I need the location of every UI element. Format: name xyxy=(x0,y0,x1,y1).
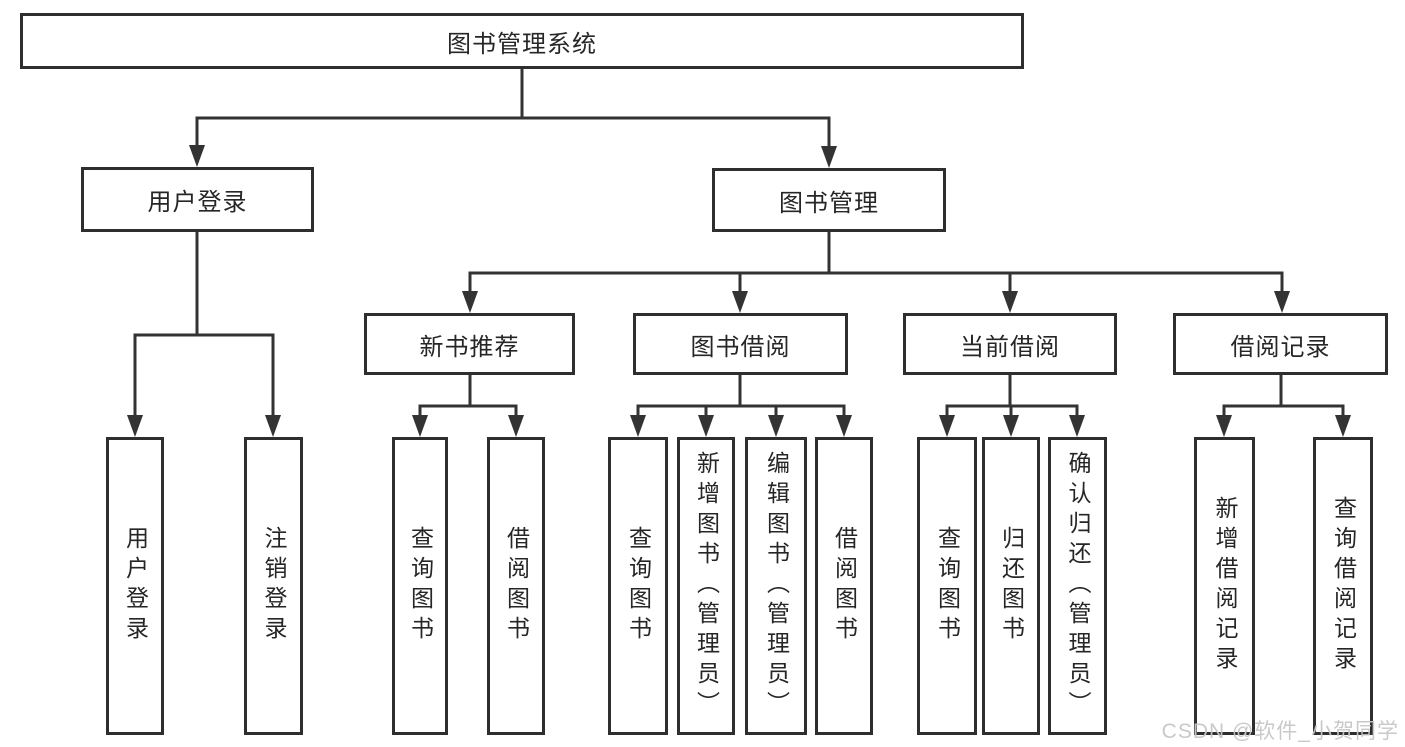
node-label: 图书管理 xyxy=(779,189,879,217)
node-label: 借阅记录 xyxy=(1230,333,1331,361)
node-label: 借阅图书 xyxy=(831,526,858,646)
leaf-query-books-borrowing: 查询图书 xyxy=(608,437,668,735)
node-label: 查询图书 xyxy=(407,526,434,646)
node-borrowing-records: 借阅记录 xyxy=(1173,313,1388,375)
node-label: 当前借阅 xyxy=(960,333,1060,361)
node-label: 归还图书 xyxy=(998,526,1025,646)
leaf-borrow-books-borrowing: 借阅图书 xyxy=(815,437,873,735)
node-label: 用户登录 xyxy=(122,526,149,646)
node-book-borrowing: 图书借阅 xyxy=(633,313,848,375)
node-label: 查询借阅记录 xyxy=(1330,496,1357,676)
arrowheads xyxy=(127,145,1351,437)
node-label: 确认归还（管理员） xyxy=(1065,451,1091,721)
node-label: 用户登录 xyxy=(147,189,248,216)
node-label: 新增借阅记录 xyxy=(1212,496,1238,676)
leaf-query-books-recommend: 查询图书 xyxy=(392,437,448,735)
leaf-query-borrow-record: 查询借阅记录 xyxy=(1313,437,1373,735)
node-label: 编辑图书（管理员） xyxy=(763,451,790,721)
node-label: 注销登录 xyxy=(261,526,287,646)
leaf-user-login: 用户登录 xyxy=(106,437,164,735)
node-book-management: 图书管理 xyxy=(712,168,946,232)
node-new-book-recommend: 新书推荐 xyxy=(364,313,575,375)
leaf-add-books-admin: 新增图书（管理员） xyxy=(677,437,735,735)
node-library-management-system: 图书管理系统 xyxy=(20,13,1024,69)
leaf-return-books: 归还图书 xyxy=(982,437,1040,735)
leaf-confirm-return-admin: 确认归还（管理员） xyxy=(1048,437,1107,735)
node-label: 图书借阅 xyxy=(690,333,791,361)
node-label: 借阅图书 xyxy=(503,526,530,646)
leaf-query-books-current: 查询图书 xyxy=(917,437,977,735)
node-label: 新增图书（管理员） xyxy=(693,451,720,721)
leaf-add-borrow-record: 新增借阅记录 xyxy=(1194,437,1255,735)
node-label: 查询图书 xyxy=(625,526,652,646)
leaf-borrow-books-recommend: 借阅图书 xyxy=(487,437,545,735)
leaf-edit-books-admin: 编辑图书（管理员） xyxy=(745,437,807,735)
node-label: 新书推荐 xyxy=(419,333,520,361)
node-user-login: 用户登录 xyxy=(81,167,314,232)
node-current-borrowing: 当前借阅 xyxy=(903,313,1117,375)
leaf-logout: 注销登录 xyxy=(244,437,303,735)
node-label: 图书管理系统 xyxy=(447,30,597,58)
node-label: 查询图书 xyxy=(934,526,961,646)
csdn-watermark: CSDN @软件_小贺同学 xyxy=(1161,720,1399,743)
